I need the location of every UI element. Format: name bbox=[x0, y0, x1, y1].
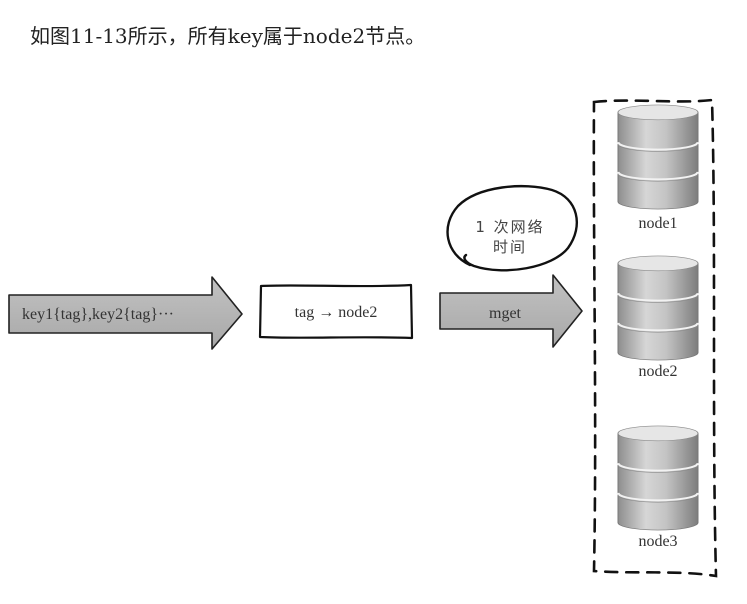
network-time-annotation: 1 次网络 时间 bbox=[446, 185, 578, 272]
tag-mapping-box: tag → node2 bbox=[258, 283, 414, 340]
node1-label: node1 bbox=[638, 215, 677, 232]
node1-database-icon bbox=[616, 103, 700, 211]
node2-database-icon bbox=[616, 254, 700, 362]
node3-label: node3 bbox=[638, 533, 677, 550]
annotation-line-1: 1 次网络 bbox=[475, 218, 544, 236]
mget-arrow-label: mget bbox=[489, 305, 522, 322]
mapping-box-label: tag → node2 bbox=[295, 304, 378, 321]
input-arrow-label: key1{tag},key2{tag}··· bbox=[22, 306, 174, 323]
mget-arrow: mget bbox=[439, 274, 583, 348]
node2-label: node2 bbox=[638, 363, 677, 380]
cluster-border bbox=[592, 98, 718, 578]
annotation-line-2: 时间 bbox=[493, 238, 527, 256]
input-keys-arrow: key1{tag},key2{tag}··· bbox=[8, 276, 243, 350]
node3-database-icon bbox=[616, 424, 700, 532]
figure-caption: 如图11-13所示，所有key属于node2节点。 bbox=[30, 24, 426, 48]
